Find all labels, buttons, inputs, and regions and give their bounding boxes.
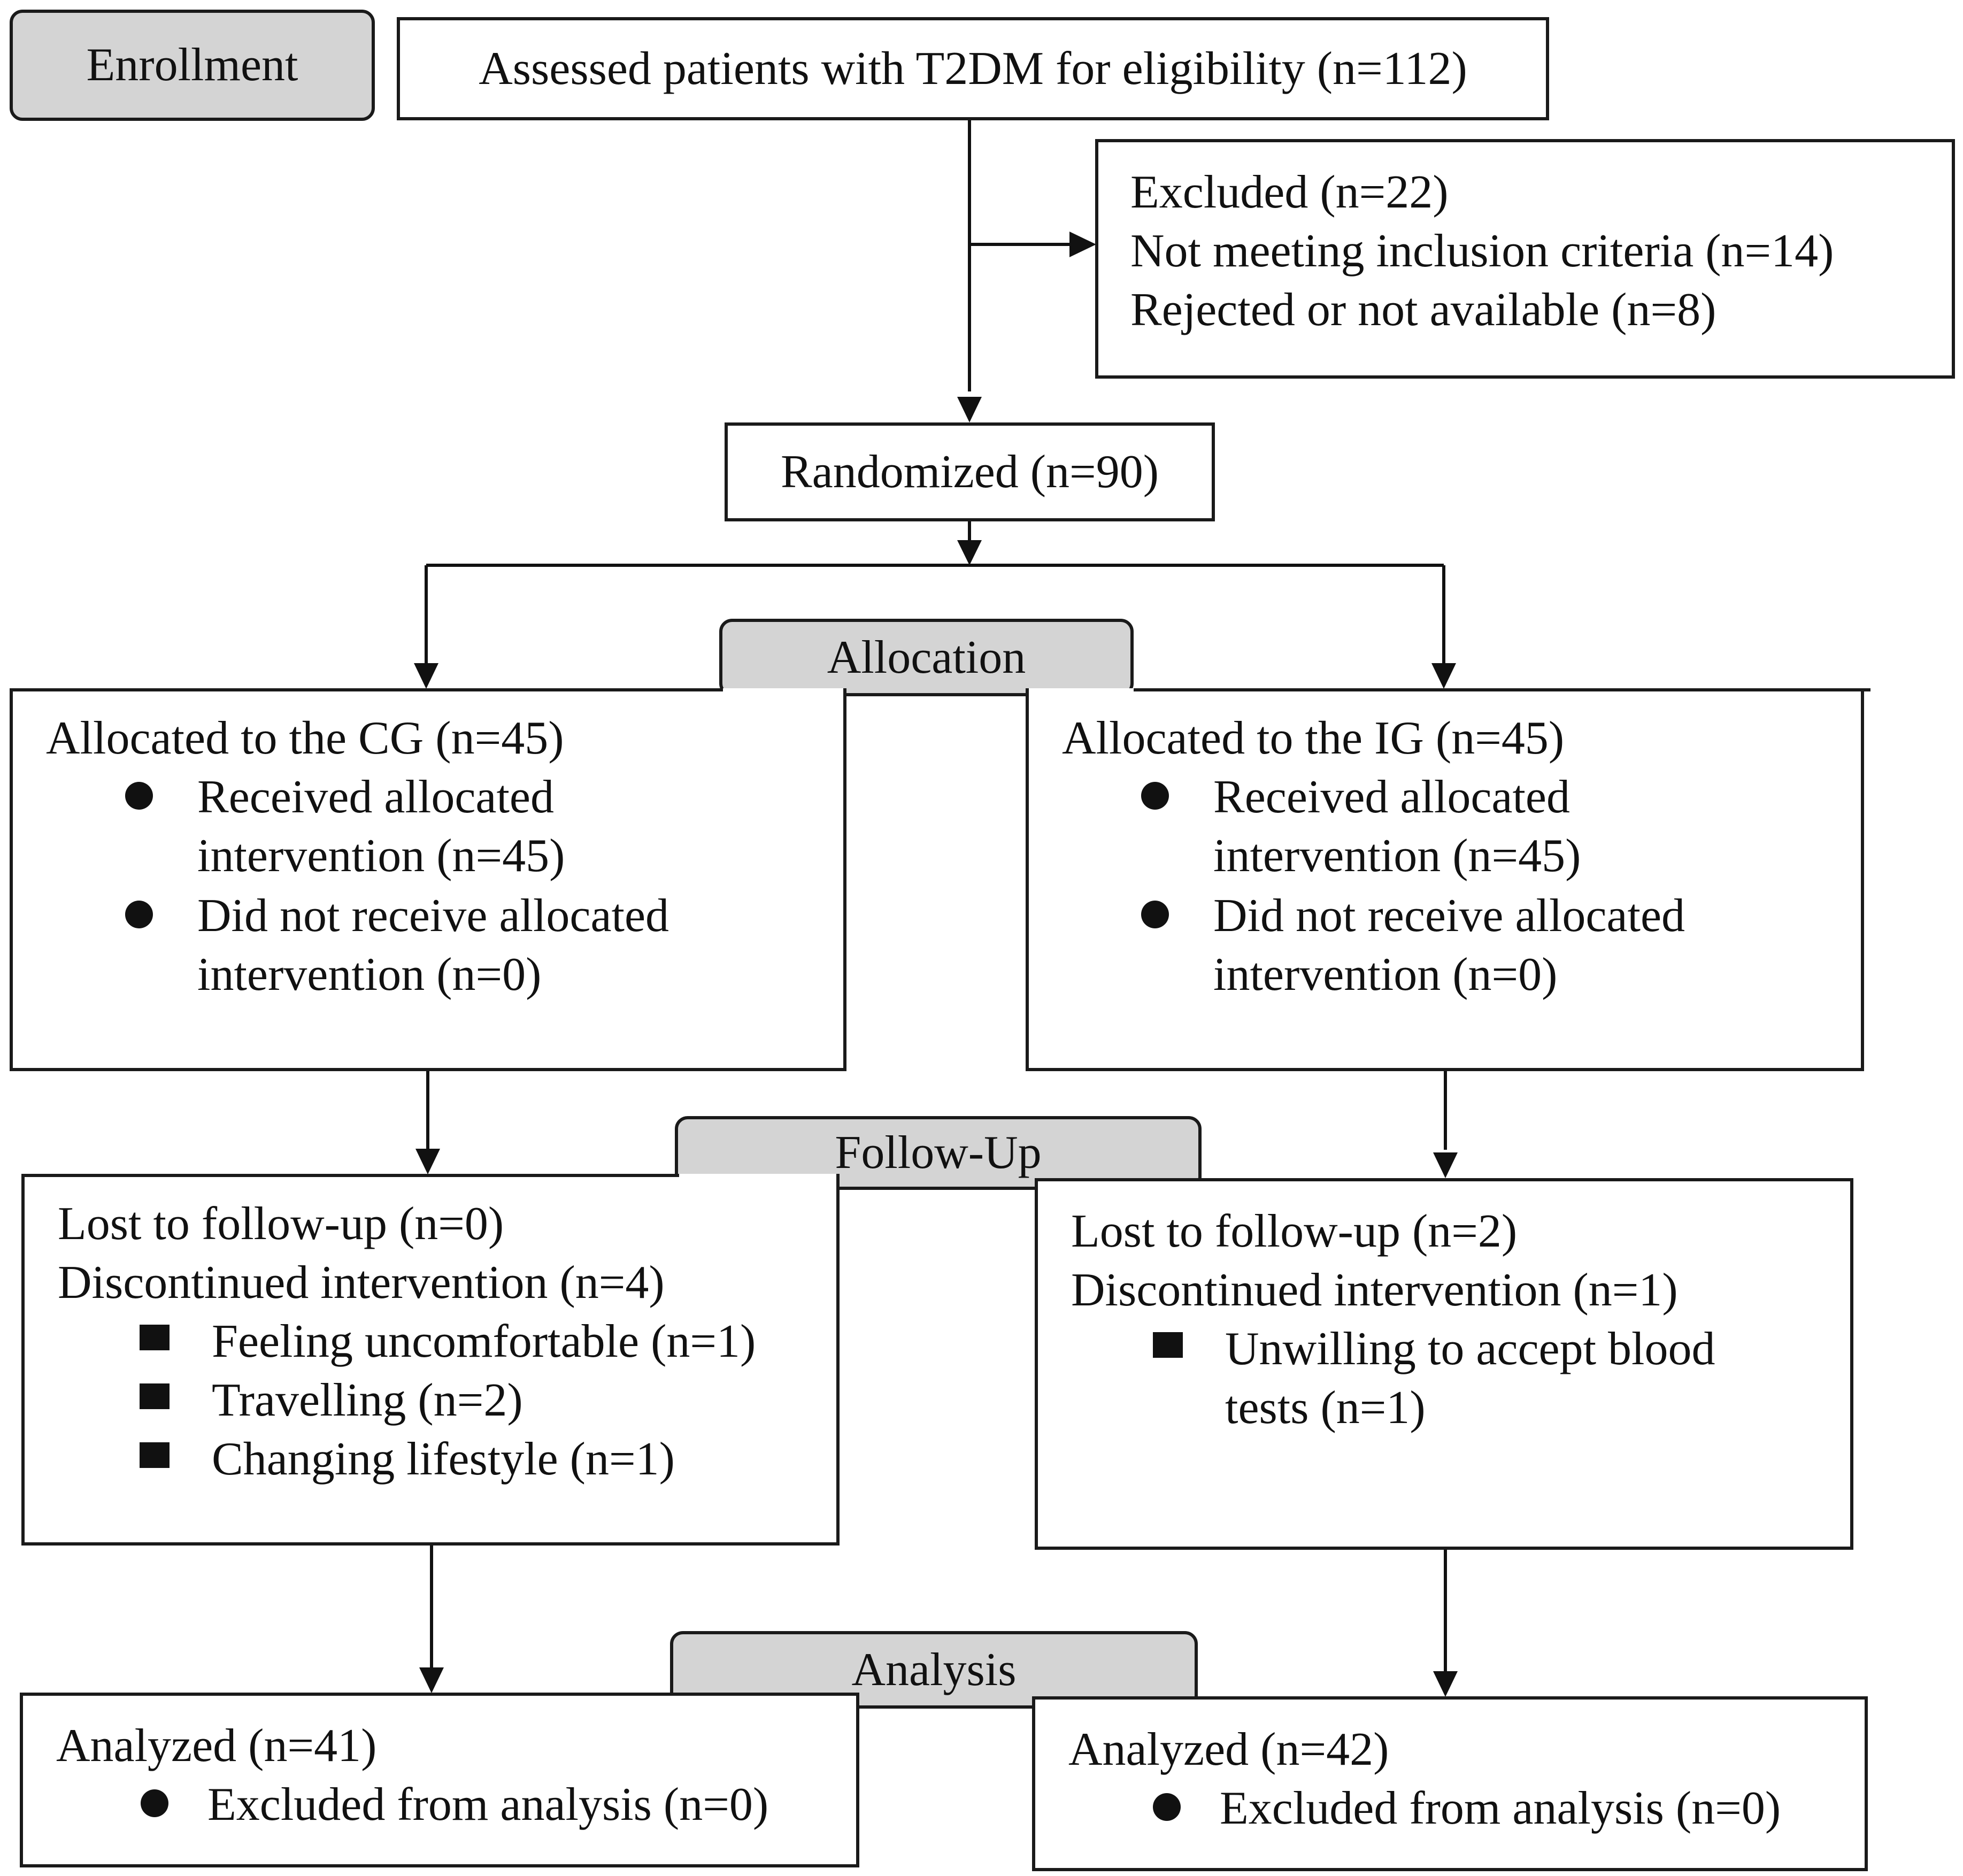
- square-bullet-icon: [140, 1442, 170, 1468]
- ig-excluded-analysis-text: Excluded from analysis (n=0): [1220, 1782, 1781, 1834]
- arrowhead-ig: [1431, 663, 1456, 689]
- square-bullet-icon: [140, 1325, 170, 1350]
- stage-enrollment: Enrollment: [10, 10, 375, 121]
- cg-not-received-line1: Did not receive allocated: [197, 890, 669, 942]
- arrowhead-cg: [414, 663, 438, 689]
- bullet-icon: [125, 782, 153, 810]
- stage-analysis-label: Analysis: [851, 1643, 1017, 1696]
- ig-analysis-box: Analyzed (n=42) Excluded from analysis (…: [1032, 1696, 1868, 1871]
- assessed-box: Assessed patients with T2DM for eligibil…: [397, 17, 1549, 120]
- arrowhead-split: [957, 540, 982, 565]
- cg-analyzed-text: Analyzed (n=41): [56, 1720, 377, 1772]
- ig-not-received-line1: Did not receive allocated: [1213, 890, 1685, 942]
- ig-discontinued-reason: tests (n=1): [1225, 1382, 1426, 1434]
- ig-followup-box: Lost to follow-up (n=2) Discontinued int…: [1035, 1178, 1853, 1550]
- cg-received-line1: Received allocated: [197, 771, 554, 823]
- stage-allocation: Allocation: [719, 619, 1134, 696]
- cg-discontinued-reason: Feeling uncomfortable (n=1): [212, 1316, 756, 1367]
- ig-received-line1: Received allocated: [1213, 771, 1570, 823]
- arrowhead-cg-followup: [415, 1149, 440, 1174]
- ig-discontinued-text: Discontinued intervention (n=1): [1071, 1264, 1678, 1316]
- cg-not-received-line2: intervention (n=0): [197, 949, 542, 1001]
- assessed-text: Assessed patients with T2DM for eligibil…: [479, 43, 1467, 95]
- cg-discontinued-reason: Changing lifestyle (n=1): [212, 1433, 675, 1485]
- bullet-icon: [1141, 782, 1169, 810]
- cg-excluded-analysis-text: Excluded from analysis (n=0): [207, 1779, 769, 1831]
- ig-analyzed-text: Analyzed (n=42): [1068, 1724, 1389, 1775]
- cg-discontinued-reason: Travelling (n=2): [212, 1374, 523, 1426]
- arrowhead-excluded: [1069, 232, 1096, 257]
- excluded-reason: Not meeting inclusion criteria (n=14): [1130, 225, 1834, 277]
- excluded-title: Excluded (n=22): [1130, 166, 1449, 218]
- square-bullet-icon: [1153, 1332, 1183, 1358]
- ig-allocated-text: Allocated to the IG (n=45): [1062, 712, 1565, 764]
- square-bullet-icon: [140, 1383, 170, 1409]
- cg-allocated-text: Allocated to the CG (n=45): [46, 712, 564, 764]
- stage-follow-up-label: Follow-Up: [835, 1127, 1042, 1179]
- arrowhead-ig-analysis: [1433, 1671, 1458, 1697]
- arrowhead-ig-followup: [1433, 1152, 1458, 1178]
- cg-analysis-box: Analyzed (n=41) Excluded from analysis (…: [20, 1693, 859, 1867]
- excluded-reason: Rejected or not available (n=8): [1130, 284, 1716, 336]
- excluded-box: Excluded (n=22) Not meeting inclusion cr…: [1095, 139, 1955, 379]
- bullet-icon: [125, 901, 153, 928]
- bullet-icon: [141, 1789, 168, 1817]
- stage-follow-up: Follow-Up: [675, 1116, 1202, 1190]
- arrowhead-cg-analysis: [419, 1667, 444, 1693]
- ig-not-received-line2: intervention (n=0): [1213, 949, 1558, 1001]
- stage-enrollment-label: Enrollment: [86, 39, 298, 91]
- randomized-text: Randomized (n=90): [780, 446, 1159, 498]
- ig-discontinued-reason: Unwilling to accept blood: [1225, 1323, 1715, 1375]
- randomized-box: Randomized (n=90): [725, 422, 1215, 521]
- bullet-icon: [1153, 1793, 1181, 1821]
- cg-received-line2: intervention (n=45): [197, 830, 565, 882]
- cg-lost-text: Lost to follow-up (n=0): [58, 1198, 504, 1250]
- ig-allocation-box: Allocated to the IG (n=45) Received allo…: [1026, 688, 1870, 1071]
- cg-followup-box: Lost to follow-up (n=0) Discontinued int…: [21, 1174, 840, 1546]
- cg-allocation-box: Allocated to the CG (n=45) Received allo…: [10, 688, 846, 1071]
- ig-received-line2: intervention (n=45): [1213, 830, 1581, 882]
- stage-allocation-label: Allocation: [827, 631, 1026, 683]
- bullet-icon: [1141, 901, 1169, 928]
- arrowhead-randomized: [957, 397, 982, 422]
- cg-discontinued-text: Discontinued intervention (n=4): [58, 1257, 665, 1309]
- ig-lost-text: Lost to follow-up (n=2): [1071, 1205, 1518, 1257]
